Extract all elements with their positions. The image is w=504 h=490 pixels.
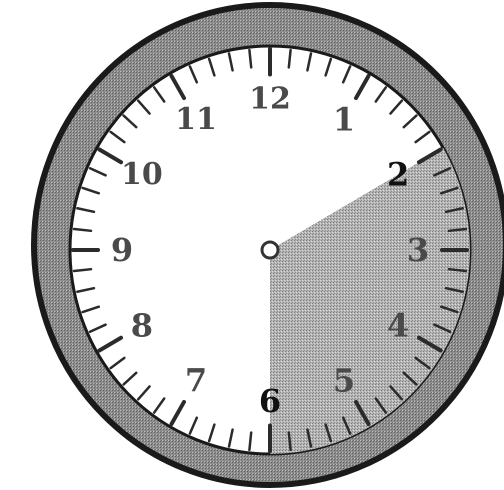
numeral-8: 8 <box>131 306 153 344</box>
numeral-7: 7 <box>185 362 207 400</box>
numeral-5: 5 <box>333 362 355 400</box>
center-pivot <box>262 242 278 258</box>
numeral-11: 11 <box>175 102 217 137</box>
numeral-3: 3 <box>407 231 429 269</box>
numeral-12: 12 <box>249 82 291 117</box>
minute-tick <box>249 433 251 450</box>
numeral-10: 10 <box>121 157 163 192</box>
numeral-4: 4 <box>387 306 409 344</box>
numeral-9: 9 <box>111 231 133 269</box>
numeral-1: 1 <box>333 100 355 138</box>
numeral-2: 2 <box>387 156 409 194</box>
minute-tick <box>289 50 291 67</box>
numeral-6: 6 <box>259 382 281 420</box>
minute-tick <box>249 50 251 67</box>
minute-tick <box>289 433 291 450</box>
